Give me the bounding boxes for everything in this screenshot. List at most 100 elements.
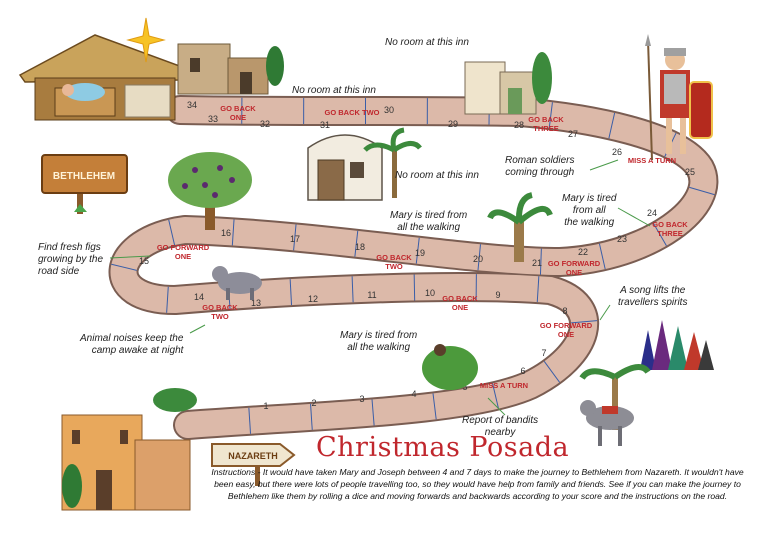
square-12: 12 [308,294,318,304]
nazareth-sign-label: NAZARETH [228,451,278,461]
bethlehem-sign-label: BETHLEHEM [53,171,115,182]
donkey-illustration [579,364,651,446]
inn-top-illustration [464,52,552,115]
square-divider [111,263,137,271]
square-divider [689,186,715,196]
stable-illustration [18,34,187,121]
square-divider [231,219,235,246]
annotation-no-room-top: No room at this inn [385,37,469,48]
square-21: 21 [532,258,542,268]
wolf-illustration [212,266,262,300]
square-34: 34 [187,100,197,110]
annotation-roman-soldiers: Roman soldiers coming through [505,155,575,178]
square-33: 33 [208,114,218,124]
annotation-leader-lines [109,159,651,416]
square-25: 25 [685,167,695,177]
square-divider [310,403,313,430]
bush-illustration [422,344,478,390]
square-divider [536,276,540,303]
square-16: 16 [221,228,231,238]
square-divider [371,399,375,426]
annotation-song: A song lifts the travellers spirits [618,285,688,308]
nazareth-signpost [211,443,296,486]
annotation-no-room-right: No room at this inn [395,170,479,181]
square-divider [248,407,252,434]
square-32: 32 [260,119,270,129]
board-road [110,97,717,438]
square-1: 1 [263,401,268,411]
square-divider [548,102,553,129]
square-29: 29 [448,119,458,129]
square-9: 9 [495,290,500,300]
annotation-mary-tired-low: Mary is tired from all the walking [340,330,418,353]
square-7: 7 [541,348,546,358]
square-28: 28 [514,120,524,130]
square-3: 3 [359,394,364,404]
roman-soldier-illustration [645,34,713,161]
bethlehem-signpost [41,154,128,214]
square-divider [652,223,667,247]
square-6: 6 [520,366,525,376]
square-30: 30 [384,105,394,115]
bethlehem-houses [177,43,284,95]
square-23: 23 [617,234,627,244]
square-divider [571,320,598,324]
square-divider [492,383,500,409]
square-divider [432,393,437,420]
annotation-bandits: Report of bandits nearby [462,415,539,438]
square-5: 5 [462,382,467,392]
square-24: 24 [647,208,657,218]
square-31: 31 [320,120,330,130]
annotation-fresh-figs: Find fresh figs growing by the road side [38,242,104,277]
square-14: 14 [194,292,204,302]
square-divider [598,243,606,270]
square-15: 15 [139,256,149,266]
square-divider [415,237,420,264]
annotation-mary-tired-mid: Mary is tired from all the walking [390,210,468,233]
square-divider [543,361,560,383]
nazareth-house-illustration [61,388,197,511]
square-20: 20 [473,254,483,264]
square-divider [293,224,297,251]
square-26: 26 [612,147,622,157]
palm-tree-icon [363,127,422,198]
square-2: 2 [311,398,316,408]
square-divider [477,244,481,271]
square-divider [289,279,293,306]
square-4: 4 [411,389,416,399]
fig-tree-illustration [168,152,252,230]
square-22: 22 [578,247,588,257]
square-divider [539,248,542,275]
square-17: 17 [290,234,300,244]
annotation-animal-noises: Animal noises keep the camp awake at nig… [80,333,184,356]
palm-tree-2-icon [487,192,553,262]
page-title: Christmas Posada [316,432,570,463]
road-instruction: MISS A TURN [480,381,528,390]
square-divider [166,286,169,313]
road-instruction: MISS A TURN [628,156,676,165]
square-divider [168,219,176,246]
inn-mid-illustration [307,134,383,201]
square-18: 18 [355,242,365,252]
square-divider [351,276,354,303]
square-divider [354,230,359,257]
annotation-no-room-mid: No room at this inn [292,85,376,96]
travellers-singing-illustration [640,320,714,370]
instructions-text: Instructions - It would have taken Mary … [211,467,744,502]
road-instruction: GO BACK TWO [325,108,380,117]
square-27: 27 [568,129,578,139]
square-8: 8 [562,306,567,316]
square-dividers [111,97,715,434]
